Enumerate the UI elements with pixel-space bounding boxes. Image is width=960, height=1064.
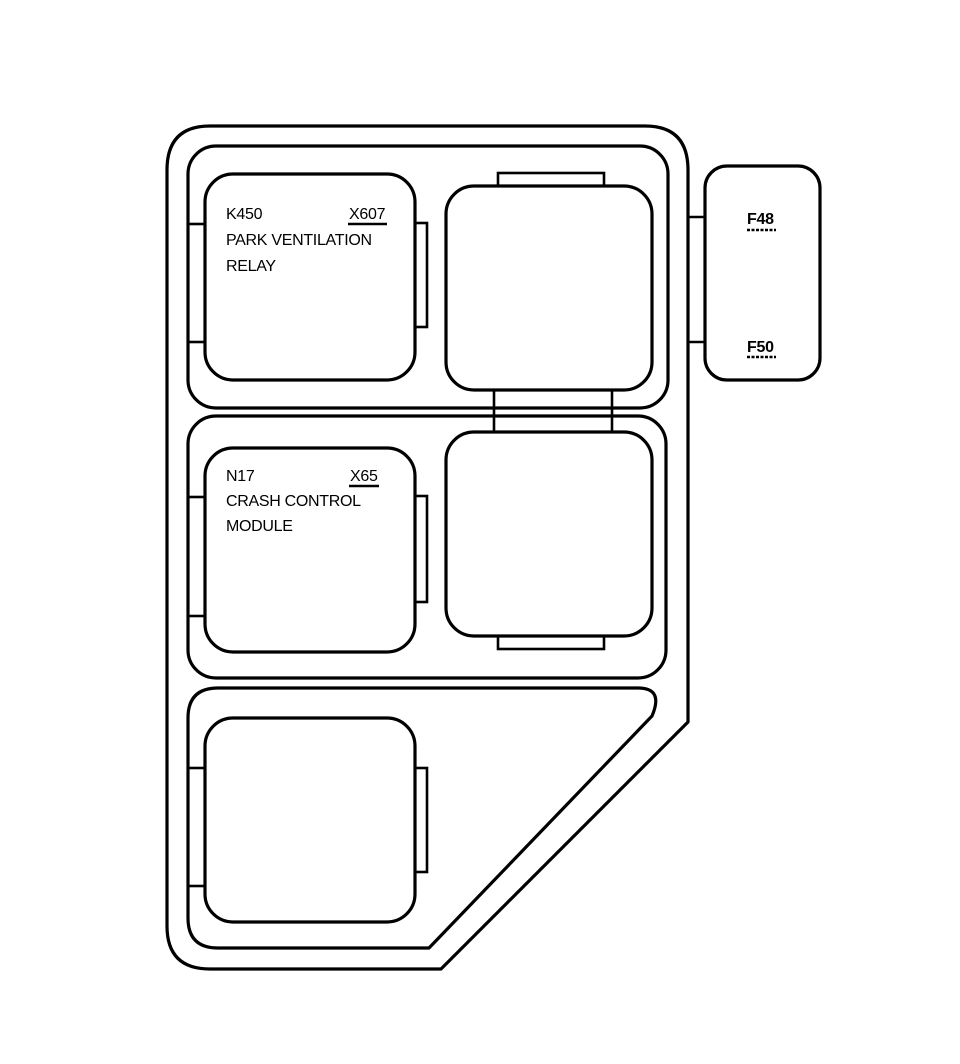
middle-compartment	[186, 414, 668, 680]
upper-right-socket	[444, 171, 654, 392]
lower-socket	[189, 716, 429, 924]
fuse-block: F48 F50	[688, 164, 822, 382]
fuse-f50-label: F50	[747, 339, 774, 356]
relay-k450-socket: K450 X607 PARK VENTILATION RELAY	[189, 172, 429, 382]
upper-compartment	[186, 144, 670, 410]
lower-compartment	[186, 686, 658, 950]
module-n17-connector: X65	[350, 468, 378, 485]
fuse-f48-label: F48	[747, 211, 774, 228]
module-n17-name-line2: MODULE	[226, 518, 293, 535]
relay-k450-name-line1: PARK VENTILATION	[226, 232, 372, 249]
middle-right-socket	[444, 430, 654, 651]
module-n17-socket: N17 X65 CRASH CONTROL MODULE	[189, 446, 429, 654]
housing-outer-outline	[165, 124, 690, 971]
module-n17-code: N17	[226, 468, 255, 485]
socket-bridge	[492, 390, 614, 432]
module-n17-name-line1: CRASH CONTROL	[226, 493, 361, 510]
relay-k450-connector: X607	[349, 206, 386, 223]
relay-k450-name-line2: RELAY	[226, 258, 276, 275]
relay-k450-code: K450	[226, 206, 263, 223]
